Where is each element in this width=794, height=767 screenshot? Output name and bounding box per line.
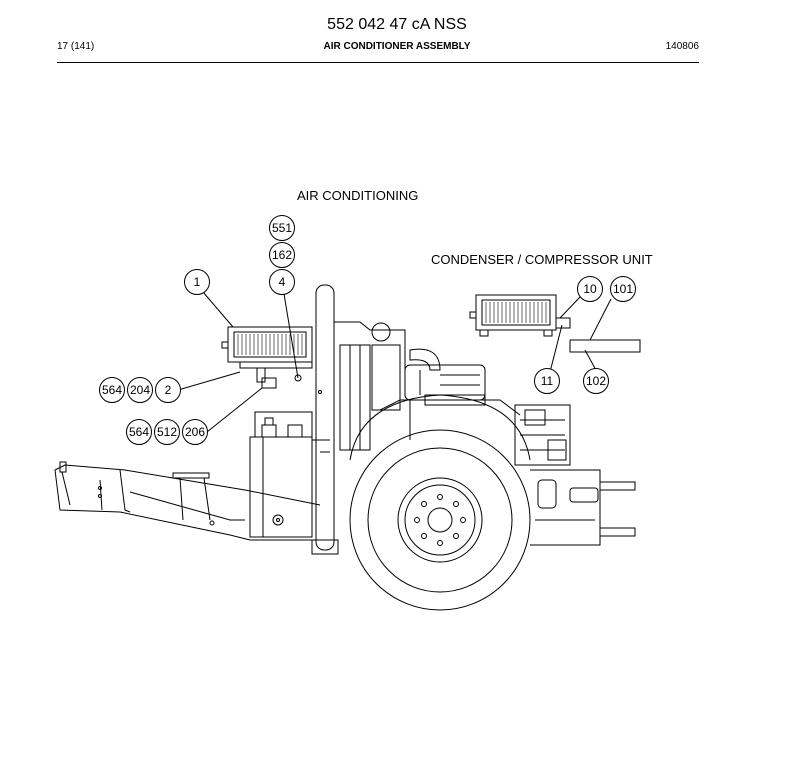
- header-rule: [57, 62, 699, 63]
- callout-564-b: 564: [126, 419, 152, 445]
- svg-text:102: 102: [586, 374, 606, 388]
- exhaust-pipe: [311, 284, 339, 555]
- callout-10: 10: [577, 276, 603, 302]
- svg-text:2: 2: [165, 383, 172, 397]
- wheel: [349, 394, 531, 611]
- callout-564-a: 564: [99, 377, 125, 403]
- document-number: 552 042 47 cA NSS: [327, 16, 467, 33]
- svg-text:204: 204: [130, 383, 150, 397]
- ac-unit: [221, 326, 313, 389]
- section-title: AIR CONDITIONER ASSEMBLY: [323, 41, 471, 52]
- svg-text:4: 4: [279, 275, 286, 289]
- condenser-compressor-label: CONDENSER / COMPRESSOR UNIT: [431, 252, 653, 267]
- callout-204: 204: [127, 377, 153, 403]
- air-conditioning-label: AIR CONDITIONING: [297, 188, 419, 203]
- callout-101: 101: [610, 276, 636, 302]
- callout-102: 102: [583, 368, 609, 394]
- callout-551: 551: [269, 215, 295, 241]
- svg-text:162: 162: [272, 248, 292, 262]
- leader-lines: [177, 291, 612, 433]
- condenser-unit: [469, 294, 641, 353]
- svg-text:10: 10: [583, 282, 597, 296]
- callout-11: 11: [534, 368, 560, 394]
- callout-4: 4: [269, 269, 295, 295]
- svg-text:564: 564: [129, 425, 149, 439]
- page-number: 17 (141): [57, 41, 95, 52]
- svg-text:512: 512: [157, 425, 177, 439]
- svg-text:1: 1: [194, 275, 201, 289]
- tank: [249, 411, 330, 538]
- callout-162: 162: [269, 242, 295, 268]
- svg-text:101: 101: [613, 282, 633, 296]
- svg-text:564: 564: [102, 383, 122, 397]
- callout-512: 512: [154, 419, 180, 445]
- callout-2: 2: [155, 377, 181, 403]
- svg-text:11: 11: [541, 374, 554, 388]
- chassis-frame: [54, 461, 321, 541]
- date-code: 140806: [665, 41, 699, 52]
- svg-text:551: 551: [272, 221, 292, 235]
- engine-block: [334, 321, 521, 451]
- callout-206: 206: [182, 419, 208, 445]
- svg-text:206: 206: [185, 425, 205, 439]
- callout-1: 1: [184, 269, 210, 295]
- rear-frame: [514, 404, 636, 546]
